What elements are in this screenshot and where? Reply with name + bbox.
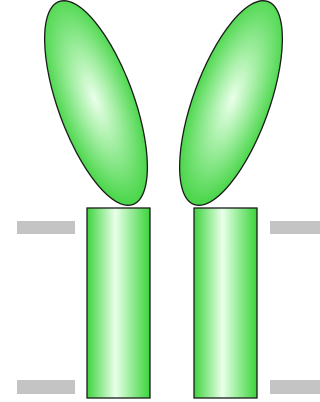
right-transmembrane-domain [194, 208, 257, 398]
left-extracellular-domain [23, 0, 168, 217]
membrane-mark-upper-left [17, 221, 75, 234]
membrane-mark-upper-right [270, 221, 320, 234]
membrane-mark-lower-left [17, 380, 75, 394]
membrane-mark-lower-right [270, 380, 320, 394]
left-transmembrane-domain [87, 208, 150, 398]
right-extracellular-domain [158, 0, 303, 217]
